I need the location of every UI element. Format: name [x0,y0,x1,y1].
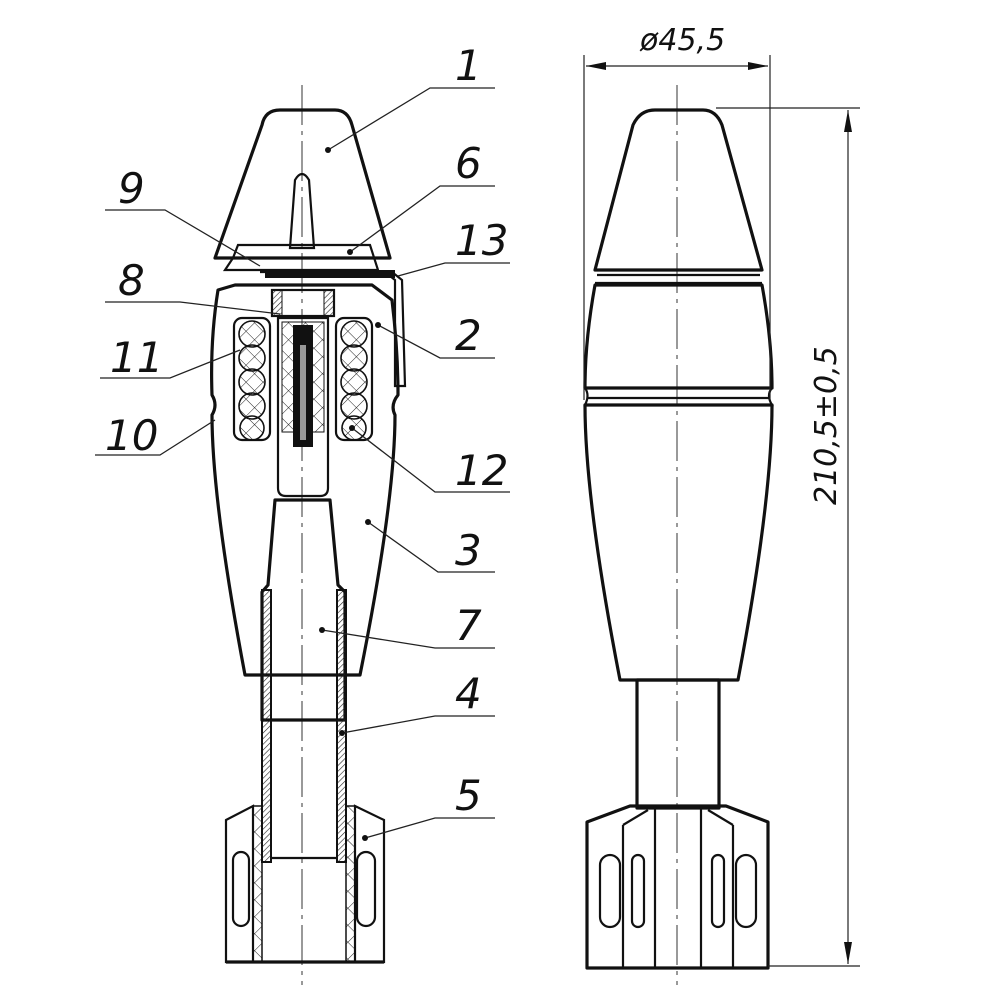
exterior-lower-body [583,403,774,682]
part-4-tail-tube [261,589,347,863]
nose-inner-cavity [288,172,316,250]
diameter-dimension: ø45,5 [583,23,771,400]
callout-5: 5 [455,771,482,820]
part-2-3-body [210,283,400,677]
callout-1: 1 [455,41,482,90]
sectional-view: 1 6 13 2 12 3 7 4 5 9 8 11 10 [95,41,510,985]
leader-lines-right [319,87,510,841]
exterior-nose [593,108,764,272]
part-5-tail-fins [224,804,386,964]
callout-3: 3 [455,526,482,575]
callout-11: 11 [110,333,163,382]
part-6-fuze-plate [222,243,380,272]
part-1-nose-cap [213,108,392,260]
callout-7: 7 [455,601,482,650]
callout-2: 2 [455,311,482,360]
callout-12: 12 [455,446,508,495]
inner-charge-cup [276,316,330,498]
exterior-view: ø45,5 210,5±0,5 [583,23,860,985]
callout-8: 8 [118,256,145,305]
leader-lines-left [95,209,281,456]
exterior-tail-fins [585,804,770,970]
length-dimension: 210,5±0,5 [716,107,860,967]
exterior-upper-body [583,283,774,390]
diameter-label: ø45,5 [639,23,725,58]
callout-6: 6 [455,139,482,188]
pin-bar [265,270,395,278]
callout-10: 10 [105,411,158,460]
exterior-tail-tube [635,678,721,810]
length-label: 210,5±0,5 [809,346,844,505]
callout-13: 13 [455,216,508,265]
part-7-propellant-charge [260,498,347,722]
callout-labels: 1 6 13 2 12 3 7 4 5 9 8 11 10 [105,41,508,820]
callout-4: 4 [455,669,482,718]
callout-9: 9 [118,164,145,213]
